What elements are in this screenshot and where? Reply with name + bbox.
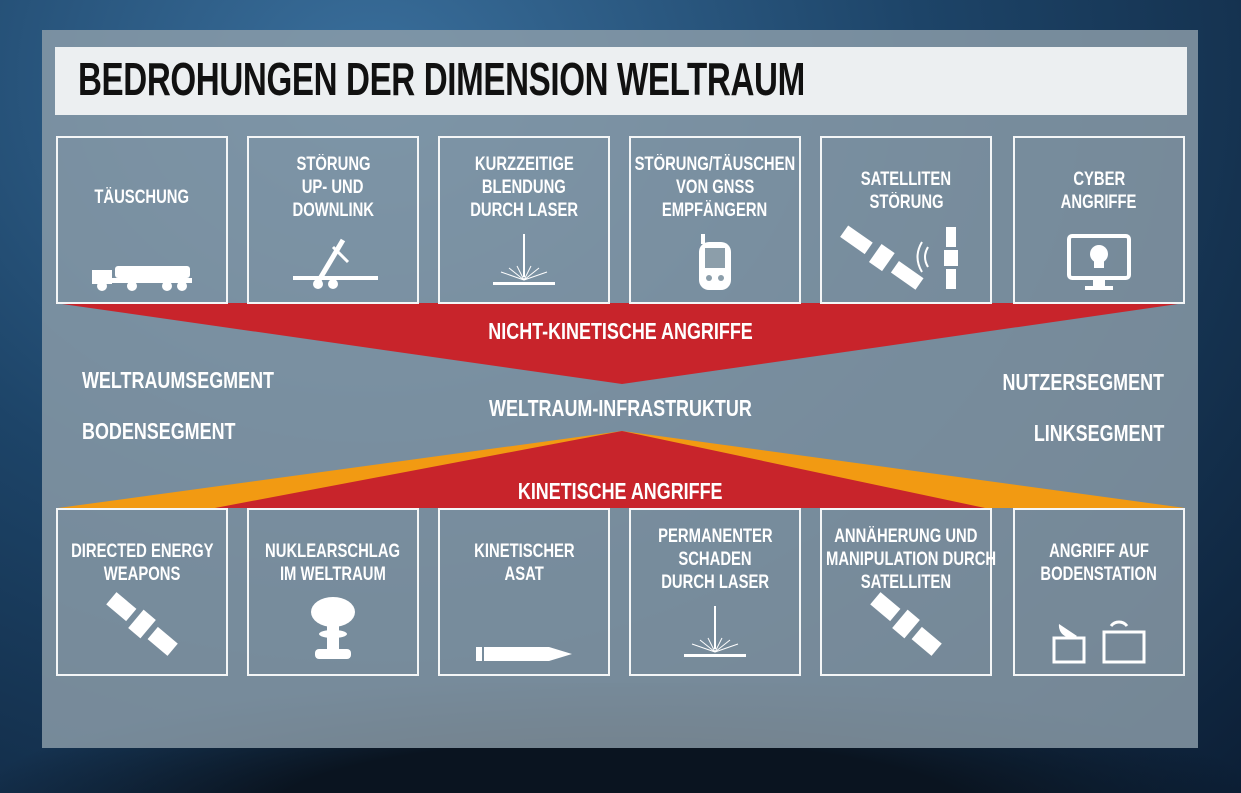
- panel: [42, 30, 1198, 748]
- skull-monitor-icon: [1015, 222, 1183, 292]
- label-line: ANNÄHERUNG UND: [834, 526, 978, 547]
- ground-station-icon: [1015, 594, 1183, 664]
- kinetic-red-triangle: [215, 431, 985, 508]
- label-line: CYBER: [1073, 169, 1125, 190]
- left-segment-2: BODENSEGMENT: [82, 418, 236, 444]
- truck-launcher-icon: [58, 222, 226, 292]
- label-line: MANIPULATION DURCH: [825, 549, 997, 570]
- label-line: DIRECTED ENERGY: [70, 541, 214, 562]
- gps-device-icon: [631, 222, 799, 292]
- satellite-icon: [822, 592, 990, 664]
- label-line: KURZZEITIGE: [474, 154, 574, 175]
- label-line: DURCH LASER: [470, 200, 578, 221]
- satellite-icon: [58, 592, 226, 664]
- label-line: SCHADEN: [678, 549, 752, 570]
- missile-icon: [440, 594, 608, 664]
- kinetic-label: KINETISCHE ANGRIFFE: [518, 478, 723, 504]
- non-kinetic-label: NICHT-KINETISCHE ANGRIFFE: [488, 318, 753, 344]
- mushroom-cloud-icon: [249, 594, 417, 664]
- non-kinetic-triangle: [55, 303, 1185, 384]
- label-line: WEAPONS: [103, 564, 181, 585]
- top-row-box: TÄUSCHUNG: [56, 136, 228, 304]
- label-line: EMPFÄNGERN: [662, 200, 768, 221]
- box-label: TÄUSCHUNG: [38, 186, 246, 209]
- laser-icon: [631, 594, 799, 664]
- label-line: ANGRIFF AUF: [1049, 541, 1149, 562]
- right-segment-2: LINKSEGMENT: [1033, 420, 1164, 446]
- label-line: ASAT: [504, 564, 544, 585]
- label-line: ANGRIFFE: [1061, 192, 1137, 213]
- label-line: DURCH LASER: [661, 572, 769, 593]
- label-line: BODENSTATION: [1040, 564, 1158, 585]
- label-line: NUKLEARSCHLAG: [265, 541, 401, 562]
- label-line: BLENDUNG: [482, 177, 566, 198]
- label-line: STÖRUNG: [868, 192, 944, 213]
- label-line: UP- UND: [302, 177, 364, 198]
- label-line: IM WELTRAUM: [280, 564, 386, 585]
- label-line: STÖRUNG/TÄUSCHEN: [634, 154, 796, 175]
- jammer-trailer-icon: [249, 222, 417, 292]
- label-line: KINETISCHER: [473, 541, 575, 562]
- label-line: DOWNLINK: [292, 200, 374, 221]
- laser-icon: [440, 222, 608, 292]
- label-line: STÖRUNG: [295, 154, 371, 175]
- title-bar: [55, 47, 1187, 115]
- label-line: TÄUSCHUNG: [94, 187, 190, 208]
- satellite-jamming-icon: [822, 222, 990, 292]
- label-line: SATELLITEN: [860, 572, 952, 593]
- label-line: PERMANENTER: [657, 526, 773, 547]
- page-title: BEDROHUNGEN DER DIMENSION WELTRAUM: [78, 53, 805, 105]
- center-label: WELTRAUM-INFRASTRUKTUR: [489, 395, 752, 421]
- right-segment-1: NUTZERSEGMENT: [1002, 369, 1164, 395]
- label-line: SATELLITEN: [860, 169, 952, 190]
- left-segment-1: WELTRAUMSEGMENT: [82, 367, 275, 393]
- label-line: VON GNSS: [675, 177, 755, 198]
